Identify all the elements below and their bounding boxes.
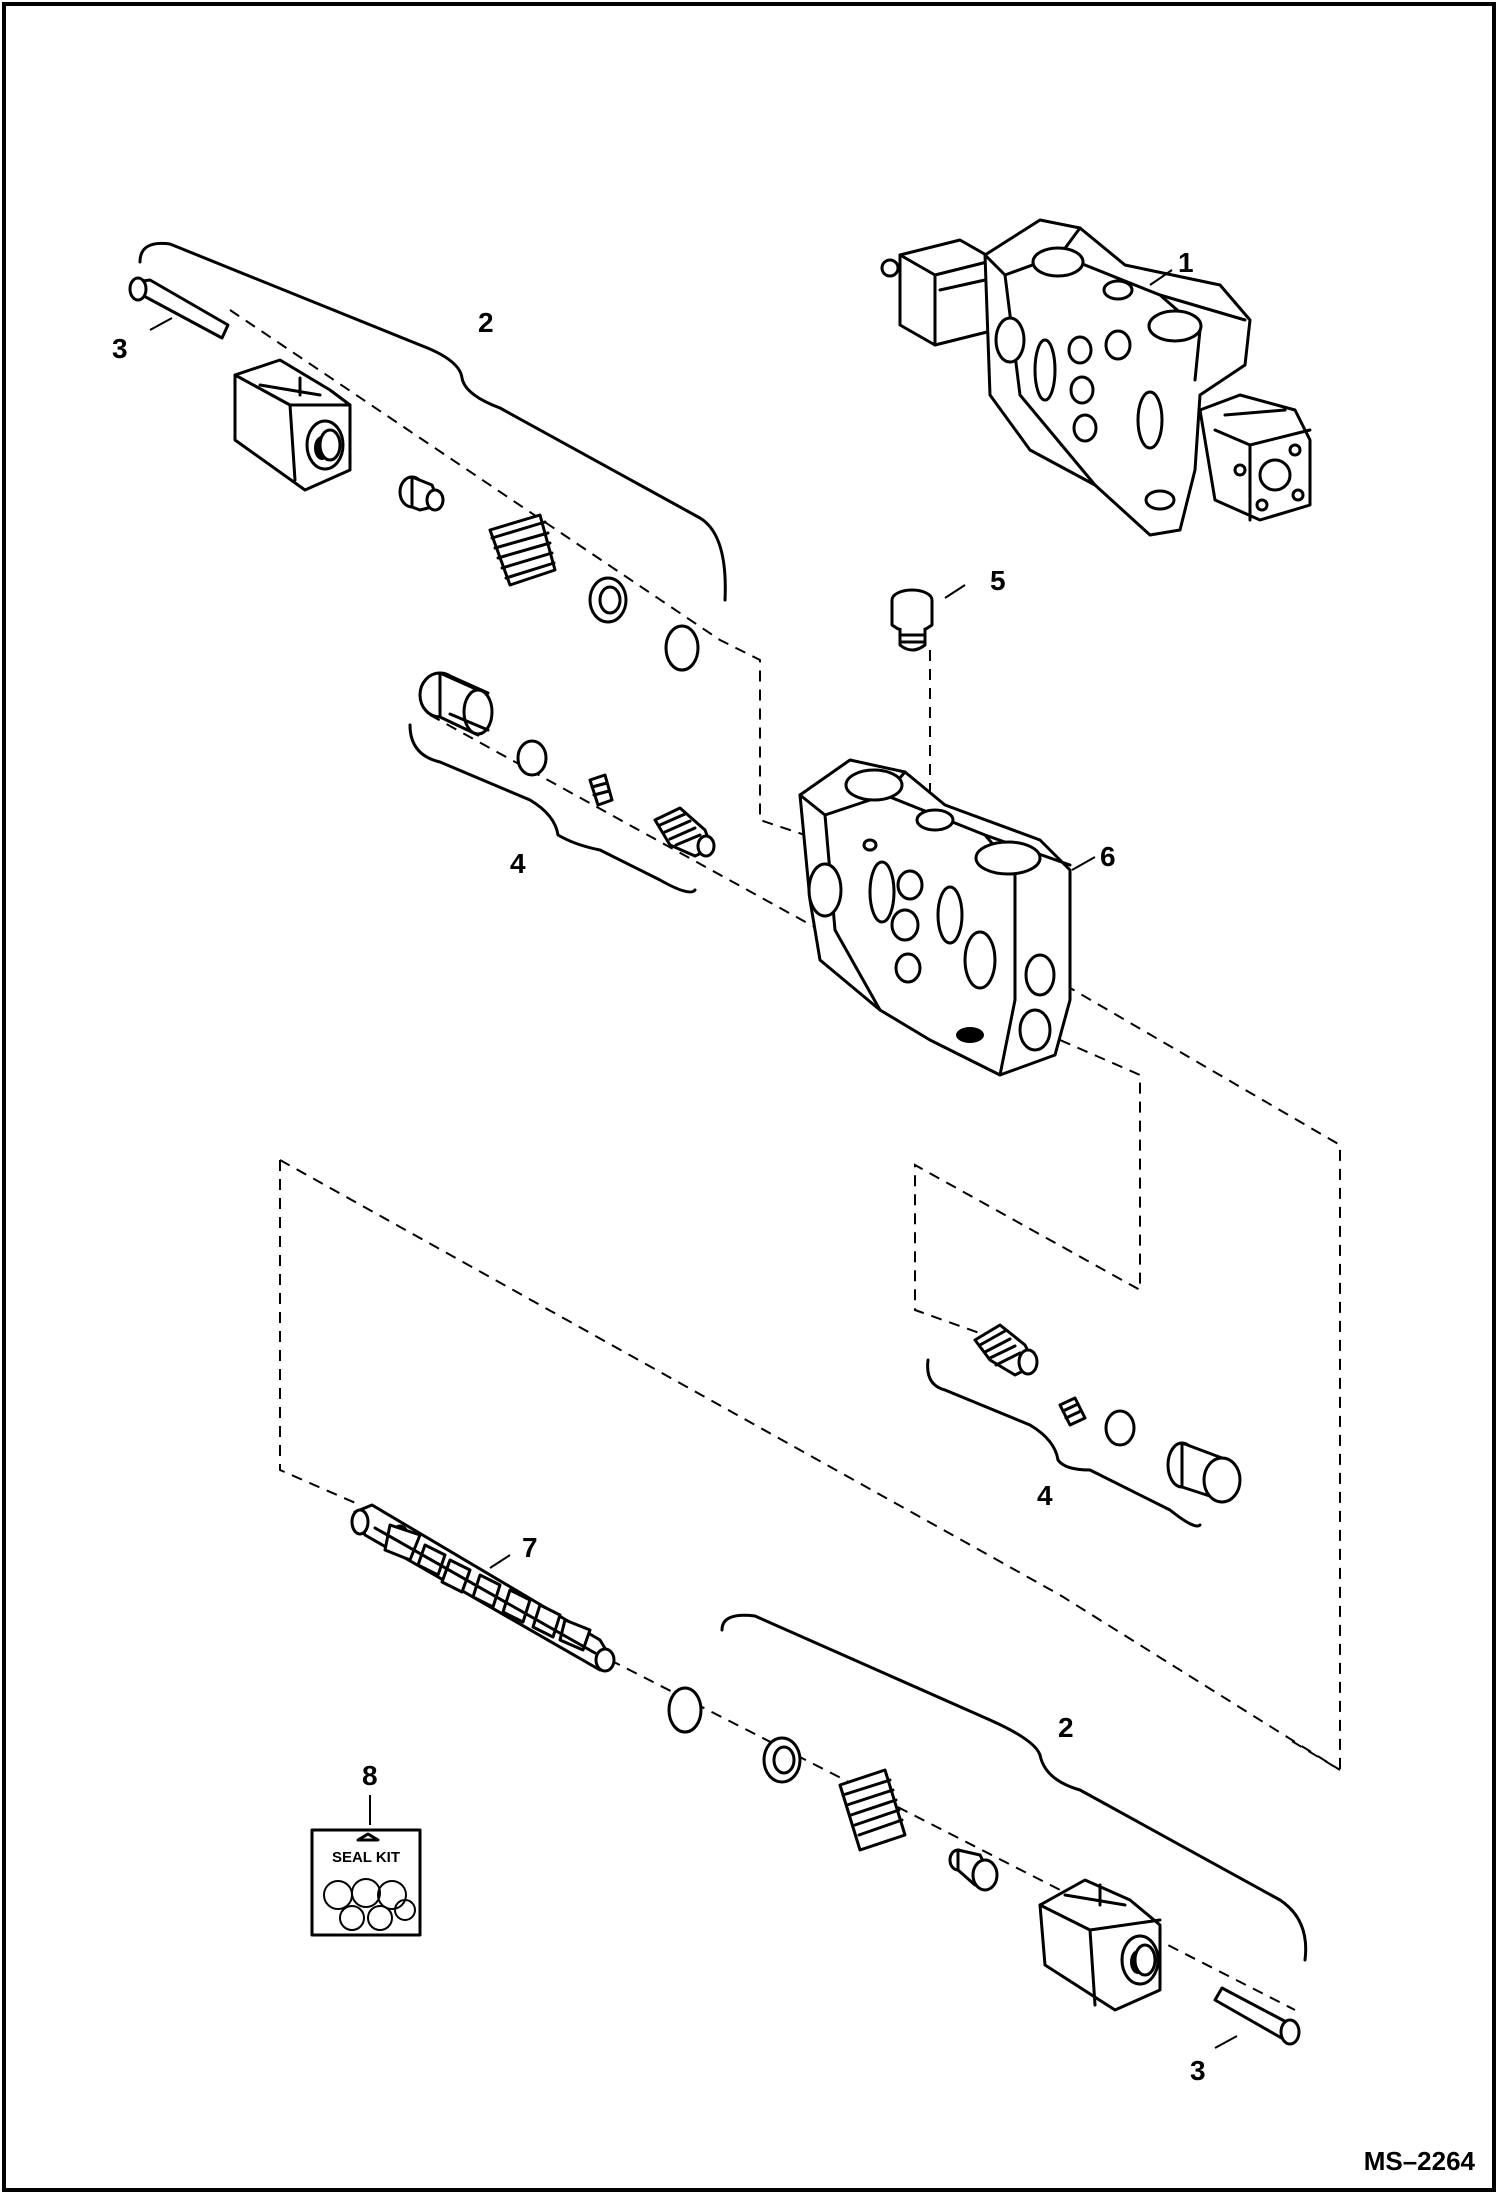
- callout-7: 7: [522, 1532, 538, 1563]
- o-ring-right: [1104, 1409, 1136, 1447]
- bracket-2-bottom: [720, 1613, 1308, 1962]
- callout-6: 6: [1100, 841, 1116, 872]
- callout-4-right: 4: [1037, 1480, 1053, 1511]
- reference-code: MS–2264: [1364, 2146, 1476, 2176]
- callout-2-top: 2: [478, 307, 494, 338]
- spring-seat: [398, 475, 445, 512]
- callout-2-bottom: 2: [1058, 1712, 1074, 1743]
- check-spring: [653, 806, 716, 858]
- spool-icon: [350, 1503, 616, 1673]
- callout-3-bottom: 3: [1190, 2055, 1206, 2086]
- callout-8: 8: [362, 1760, 378, 1791]
- check-plug: [418, 671, 494, 737]
- bolt-bottom: [1213, 1986, 1301, 2046]
- seal-kit-label: SEAL KIT: [332, 1849, 400, 1866]
- o-ring: [664, 624, 700, 672]
- callout-5: 5: [990, 565, 1006, 596]
- spring-cap-icon: [233, 358, 352, 492]
- plug-icon: [890, 588, 934, 652]
- check-spring-right: [973, 1323, 1039, 1377]
- washer: [588, 576, 628, 624]
- spring-seat-bottom: [948, 1848, 999, 1892]
- bolt-icon: [128, 276, 230, 340]
- bracket-4-left: [408, 723, 697, 894]
- spring-icon: [488, 513, 557, 587]
- seal-kit-icon: SEAL KIT: [310, 1828, 422, 1937]
- washer-bottom: [762, 1736, 802, 1784]
- spring-bottom: [838, 1768, 907, 1852]
- valve-section-icon: [798, 758, 1072, 1077]
- assembly-lines: [229, 309, 1341, 2011]
- spring-cap-bottom: [1038, 1878, 1162, 2012]
- poppet: [588, 773, 614, 807]
- bracket-4-right: [926, 1358, 1202, 1528]
- poppet-right: [1058, 1396, 1087, 1427]
- callout-4-left: 4: [510, 848, 526, 879]
- valve-assembly-icon: [880, 218, 1312, 537]
- check-plug-right: [1166, 1441, 1242, 1504]
- o-ring-left: [516, 739, 548, 777]
- bracket-2-top: [138, 241, 727, 602]
- callout-3-top: 3: [112, 333, 128, 364]
- o-ring-bottom: [667, 1686, 703, 1734]
- callout-1: 1: [1178, 247, 1194, 278]
